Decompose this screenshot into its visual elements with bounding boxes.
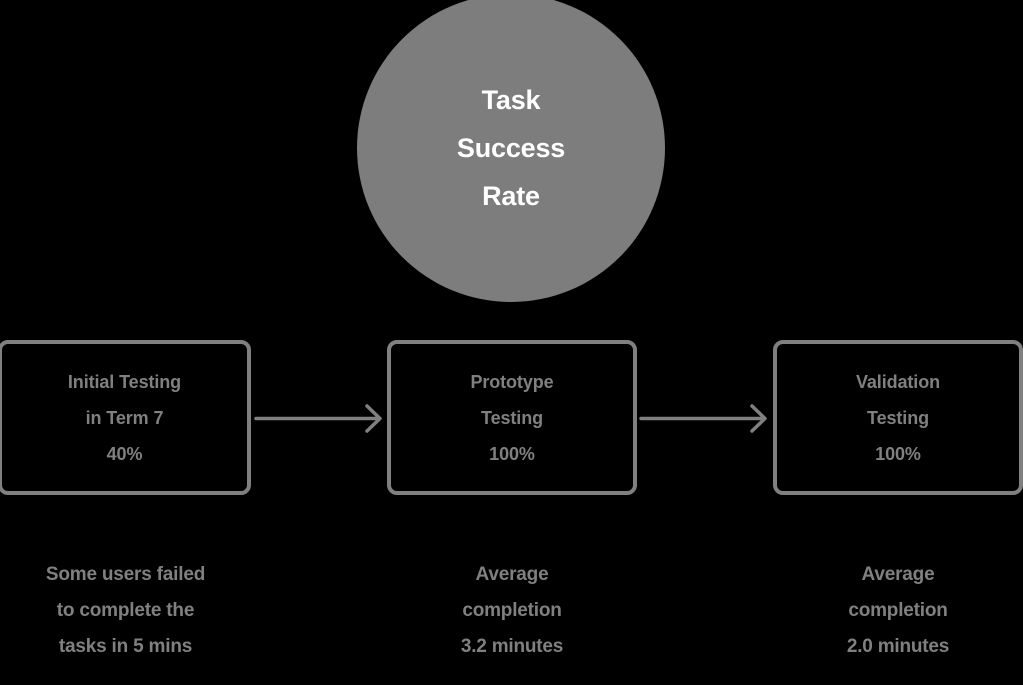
stage-3-line-2: Testing	[867, 407, 929, 428]
stage-box-initial-testing: Initial Testing in Term 7 40%	[0, 340, 251, 495]
caption-3-line-2: completion	[848, 600, 948, 621]
stage-box-validation-testing: Validation Testing 100%	[773, 340, 1023, 495]
caption-validation-testing: Average completion 2.0 minutes	[773, 557, 1023, 665]
caption-3-line-3: 2.0 minutes	[846, 636, 950, 657]
caption-3-line-1: Average	[861, 564, 935, 585]
arrow-prototype-to-validation	[639, 404, 769, 434]
stage-box-prototype-testing: Prototype Testing 100%	[387, 340, 637, 495]
metric-line-2: Success	[456, 133, 566, 163]
stage-2-value: 100%	[489, 443, 535, 464]
caption-1-line-1: Some users failed	[45, 564, 206, 585]
stage-3-value: 100%	[875, 443, 921, 464]
stage-1-value: 40%	[106, 443, 143, 464]
caption-2-line-1: Average	[475, 564, 549, 585]
arrow-right-icon	[639, 404, 767, 433]
metric-line-1: Task	[481, 85, 541, 115]
arrow-right-icon	[254, 404, 382, 433]
caption-2-line-2: completion	[462, 600, 562, 621]
task-success-rate-circle: Task Success Rate	[357, 0, 665, 302]
caption-1-line-3: tasks in 5 mins	[58, 636, 193, 657]
stage-2-line-2: Testing	[481, 407, 543, 428]
metric-line-3: Rate	[482, 181, 540, 211]
caption-2-line-3: 3.2 minutes	[460, 636, 564, 657]
caption-1-line-2: to complete the	[56, 600, 195, 621]
stage-1-line-1: Initial Testing	[67, 371, 182, 392]
stage-1-line-2: in Term 7	[85, 407, 164, 428]
caption-prototype-testing: Average completion 3.2 minutes	[387, 557, 637, 665]
stage-2-line-1: Prototype	[470, 371, 554, 392]
stage-3-line-1: Validation	[855, 371, 941, 392]
caption-initial-testing: Some users failed to complete the tasks …	[0, 557, 251, 665]
arrow-initial-to-prototype	[254, 404, 384, 434]
